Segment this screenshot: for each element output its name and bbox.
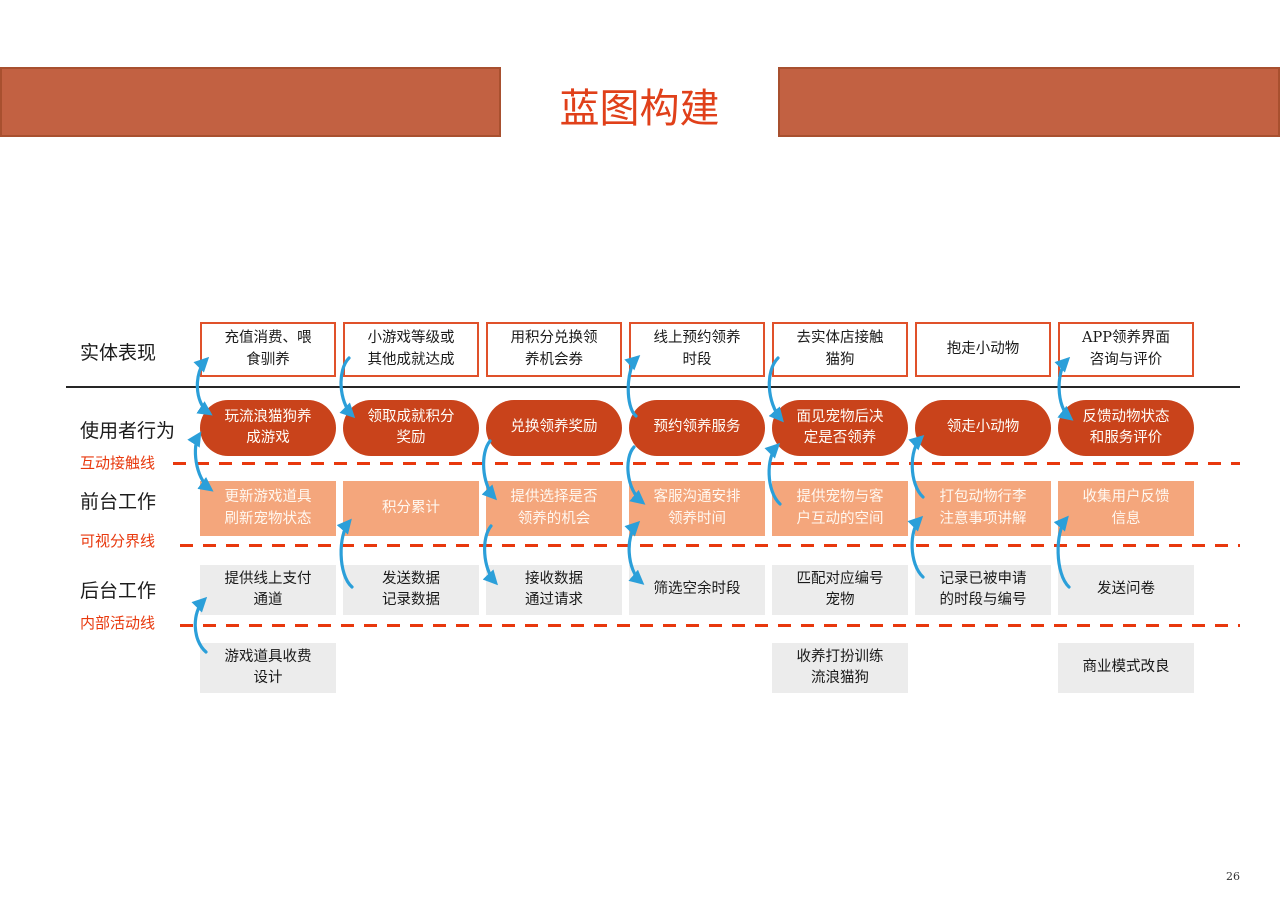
- physical-evidence-box: APP领养界面 咨询与评价: [1058, 322, 1194, 377]
- frontstage-box: 打包动物行李 注意事项讲解: [915, 481, 1051, 536]
- frontstage-box: 更新游戏道具 刷新宠物状态: [200, 481, 336, 536]
- blueprint-column-7: APP领养界面 咨询与评价 反馈动物状态 和服务评价 收集用户反馈 信息 发送问…: [1058, 0, 1194, 905]
- physical-evidence-box: 去实体店接触 猫狗: [772, 322, 908, 377]
- frontstage-box: 提供选择是否 领养的机会: [486, 481, 622, 536]
- row-label-frontstage: 前台工作: [80, 491, 157, 513]
- physical-evidence-box: 用积分兑换领 养机会券: [486, 322, 622, 377]
- user-action-box: 领取成就积分 奖励: [343, 400, 479, 456]
- user-action-box: 预约领养服务: [629, 400, 765, 456]
- blueprint-column-4: 线上预约领养 时段 预约领养服务 客服沟通安排 领养时间 筛选空余时段: [629, 0, 765, 905]
- frontstage-box: 积分累计: [343, 481, 479, 536]
- backstage-box: 提供线上支付 通道: [200, 565, 336, 615]
- row-label-backstage: 后台工作: [80, 580, 157, 602]
- page-title: 蓝图构建: [559, 86, 720, 132]
- support-process-box: 收养打扮训练 流浪猫狗: [772, 643, 908, 693]
- user-action-box: 兑换领养奖励: [486, 400, 622, 456]
- internal-dashed-line: [180, 624, 1240, 627]
- blueprint-column-2: 小游戏等级或 其他成就达成 领取成就积分 奖励 积分累计 发送数据 记录数据: [343, 0, 479, 905]
- row-label-user-actions: 使用者行为: [80, 420, 176, 442]
- support-process-box: 商业模式改良: [1058, 643, 1194, 693]
- interaction-dashed-line: [173, 462, 1240, 465]
- backstage-box: 筛选空余时段: [629, 565, 765, 615]
- support-process-box: 游戏道具收费 设计: [200, 643, 336, 693]
- page-number: 26: [1226, 870, 1240, 883]
- frontstage-box: 收集用户反馈 信息: [1058, 481, 1194, 536]
- physical-evidence-box: 充值消费、喂 食驯养: [200, 322, 336, 377]
- user-action-box: 面见宠物后决 定是否领养: [772, 400, 908, 456]
- row-label-visibility-line: 可视分界线: [80, 532, 156, 550]
- header-bar-right: [778, 67, 1280, 137]
- frontstage-box: 客服沟通安排 领养时间: [629, 481, 765, 536]
- backstage-box: 发送问卷: [1058, 565, 1194, 615]
- physical-evidence-box: 抱走小动物: [915, 322, 1051, 377]
- row-label-internal-line: 内部活动线: [80, 614, 156, 632]
- backstage-box: 匹配对应编号 宠物: [772, 565, 908, 615]
- row-label-interaction-line: 互动接触线: [80, 454, 156, 472]
- blueprint-column-3: 用积分兑换领 养机会券 兑换领养奖励 提供选择是否 领养的机会 接收数据 通过请…: [486, 0, 622, 905]
- blueprint-column-5: 去实体店接触 猫狗 面见宠物后决 定是否领养 提供宠物与客 户互动的空间 匹配对…: [772, 0, 908, 905]
- physical-divider-line: [66, 386, 1240, 388]
- physical-evidence-box: 小游戏等级或 其他成就达成: [343, 322, 479, 377]
- physical-evidence-box: 线上预约领养 时段: [629, 322, 765, 377]
- user-action-box: 反馈动物状态 和服务评价: [1058, 400, 1194, 456]
- row-label-physical-evidence: 实体表现: [80, 342, 157, 364]
- backstage-box: 记录已被申请 的时段与编号: [915, 565, 1051, 615]
- header-bar-left: [0, 67, 501, 137]
- backstage-box: 接收数据 通过请求: [486, 565, 622, 615]
- user-action-box: 领走小动物: [915, 400, 1051, 456]
- frontstage-box: 提供宠物与客 户互动的空间: [772, 481, 908, 536]
- backstage-box: 发送数据 记录数据: [343, 565, 479, 615]
- visibility-dashed-line: [180, 544, 1240, 547]
- blueprint-column-1: 充值消费、喂 食驯养 玩流浪猫狗养 成游戏 更新游戏道具 刷新宠物状态 提供线上…: [200, 0, 336, 905]
- user-action-box: 玩流浪猫狗养 成游戏: [200, 400, 336, 456]
- blueprint-column-6: 抱走小动物 领走小动物 打包动物行李 注意事项讲解 记录已被申请 的时段与编号: [915, 0, 1051, 905]
